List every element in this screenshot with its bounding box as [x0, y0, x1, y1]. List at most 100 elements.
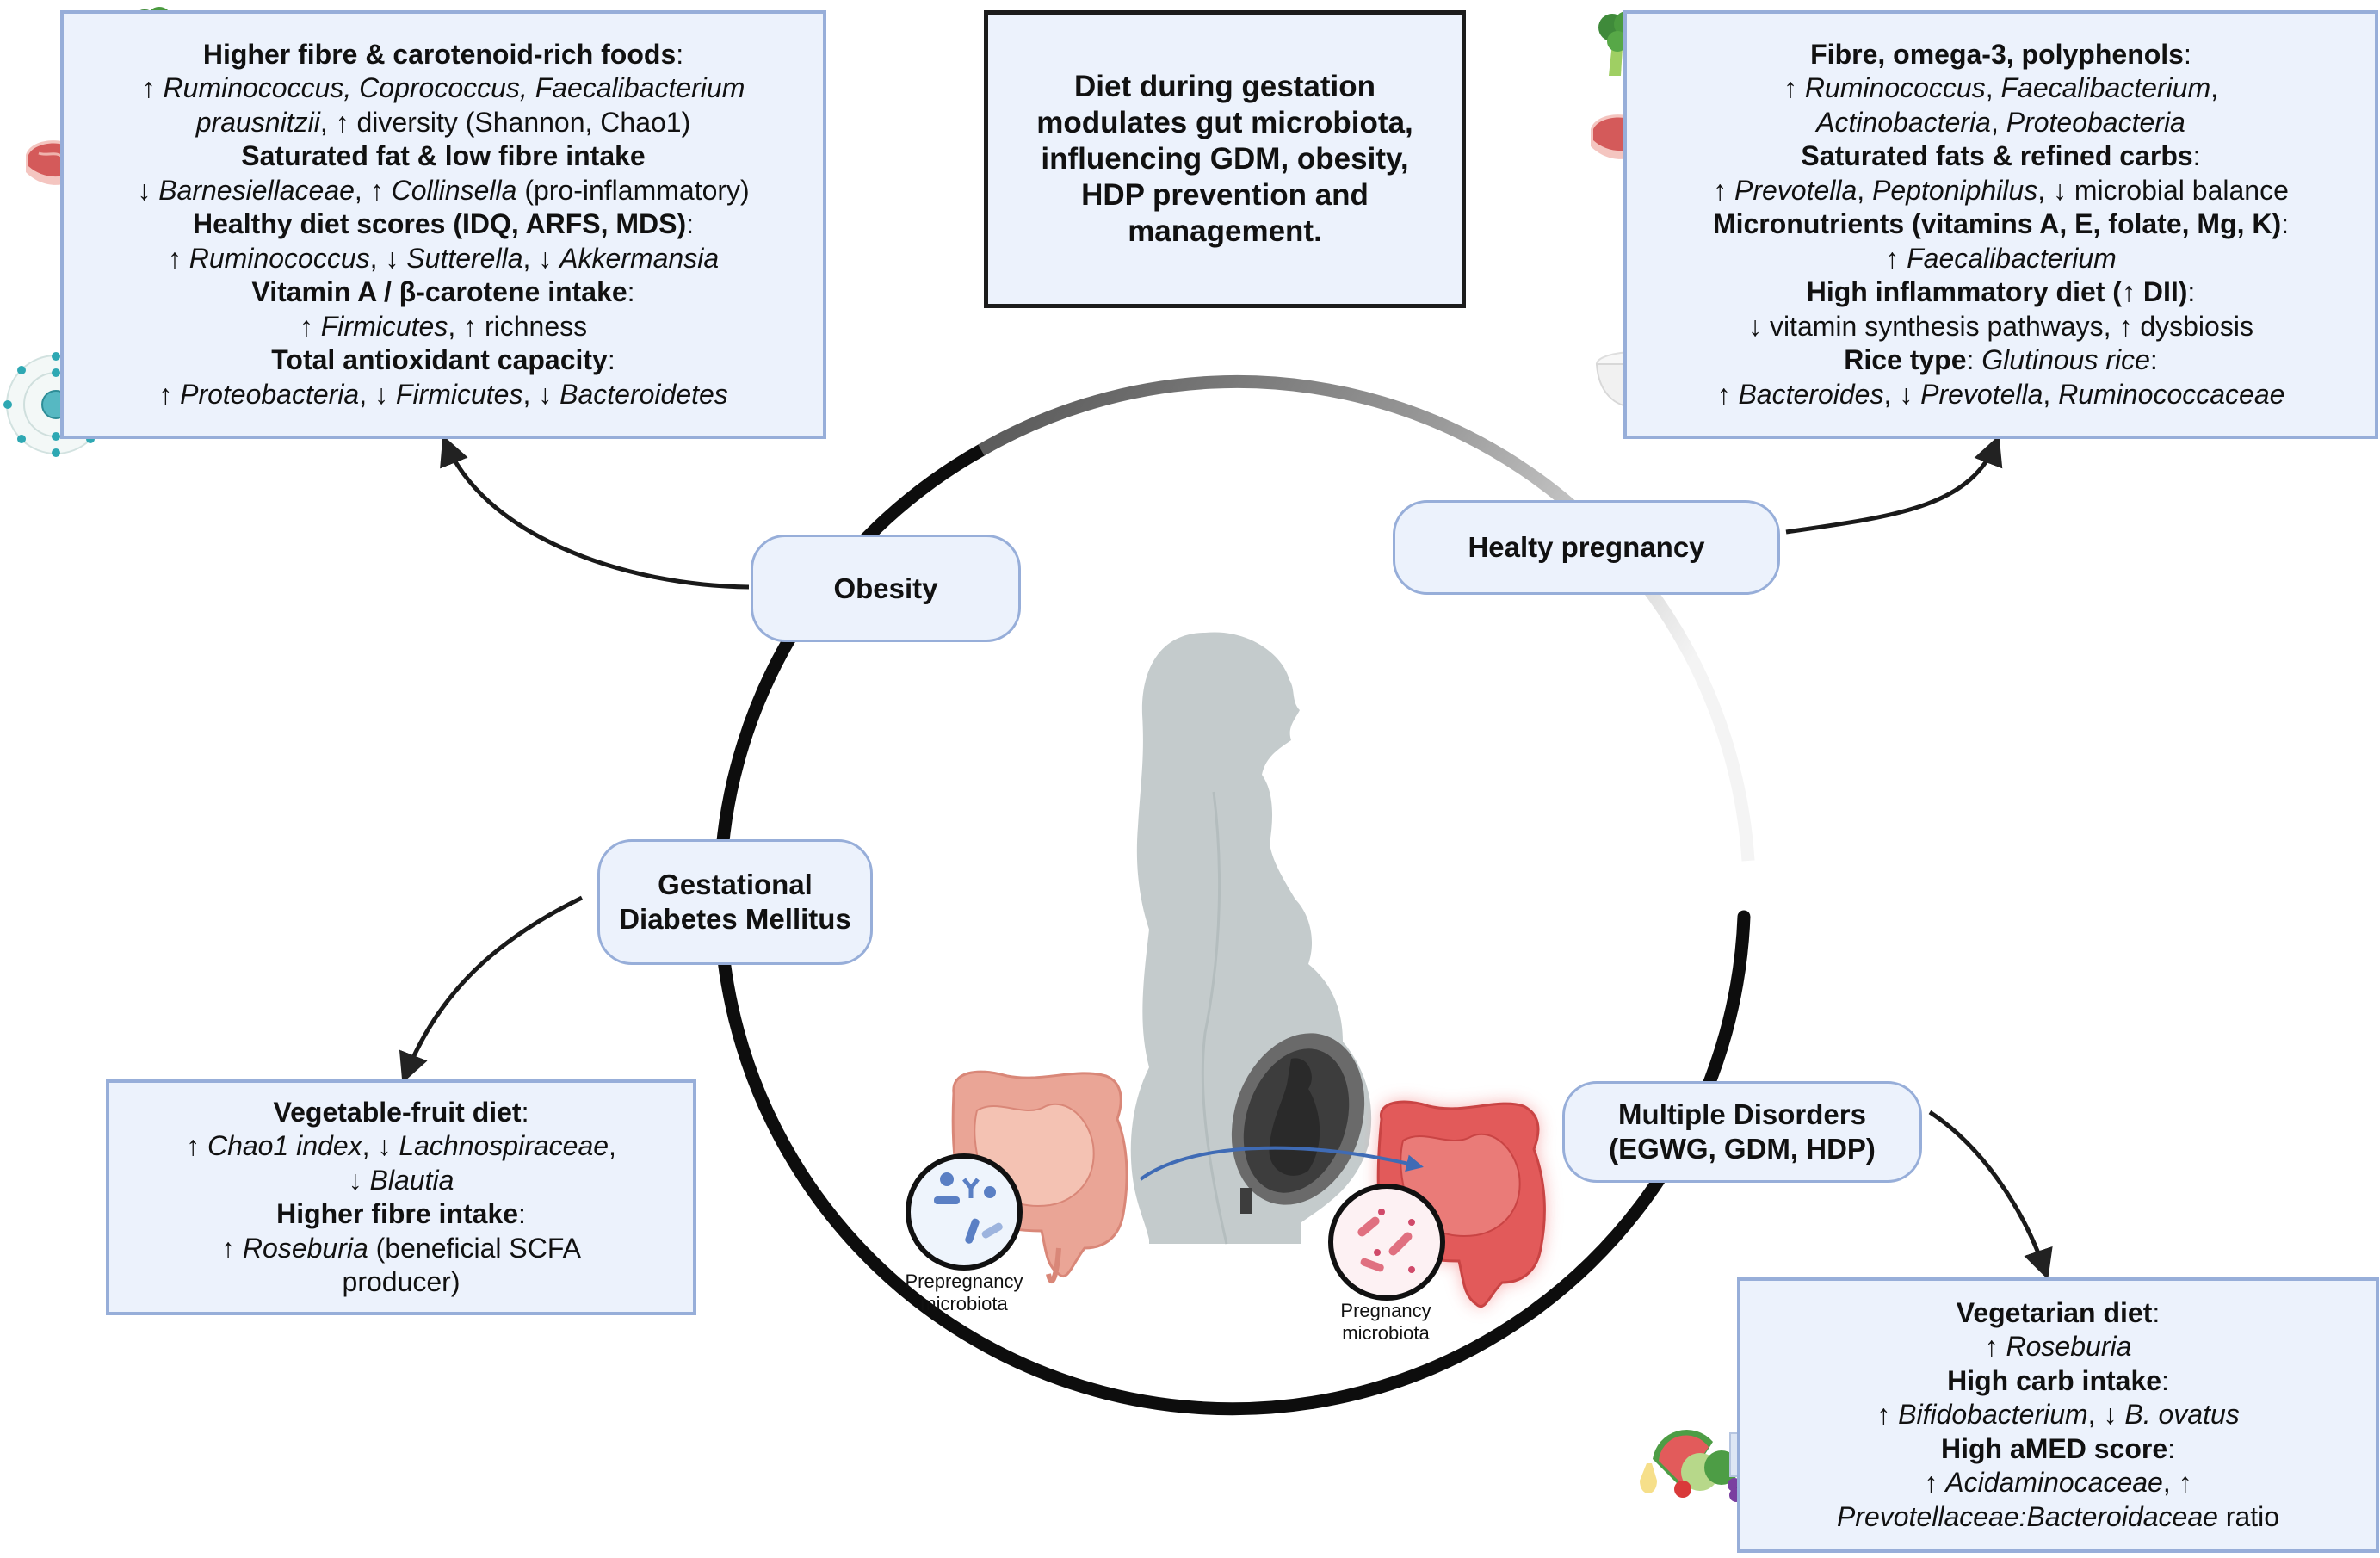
caption-pregnancy-line1: Pregnancy: [1340, 1300, 1431, 1321]
panel-text: :: [521, 1096, 529, 1128]
panel-heading-text: Healthy diet scores (IDQ, ARFS, MDS): [192, 208, 687, 240]
node-gdm[interactable]: Gestational Diabetes Mellitus: [597, 839, 873, 965]
panel-line: Saturated fats & refined carbs:: [1801, 139, 2200, 174]
panel-text: ,: [2210, 72, 2219, 104]
panel-text: ↑: [1783, 72, 1805, 104]
panel-text: ↓: [137, 174, 159, 206]
panel-heading-text: Total antioxidant capacity: [271, 344, 608, 376]
taxon-text: Faecalibacterium: [2000, 72, 2211, 104]
caption-pregnancy-line2: microbiota: [1342, 1322, 1430, 1344]
panel-line: Healthy diet scores (IDQ, ARFS, MDS):: [193, 207, 694, 242]
panel-text: , ↓: [359, 378, 396, 410]
taxon-text: Glutinous rice: [1981, 344, 2150, 376]
taxon-text: Ruminococcus: [189, 242, 370, 274]
panel-text: ,: [1857, 174, 1873, 206]
panel-text: , ↑ diversity (Shannon, Chao1): [319, 106, 691, 138]
title-text: Diet during gestation modulates gut micr…: [1036, 70, 1413, 248]
panel-text: :: [2192, 140, 2201, 172]
taxon-text: Lachnospiraceae: [399, 1130, 609, 1161]
panel-line: ↑ Roseburia: [1985, 1330, 2132, 1364]
panel-text: ↑: [158, 378, 181, 410]
caption-prepregnancy-line2: microbiota: [920, 1293, 1008, 1314]
panel-text: :: [2149, 344, 2158, 376]
panel-heading-text: Saturated fat & low fibre intake: [241, 140, 646, 172]
connector-gdm: [399, 895, 584, 1084]
node-multiple-disorders[interactable]: Multiple Disorders (EGWG, GDM, HDP): [1562, 1081, 1922, 1183]
panel-line: ↑ Firmicutes, ↑ richness: [300, 310, 587, 344]
taxon-text: Bacteroidetes: [559, 378, 728, 410]
panel-line: Higher fibre & carotenoid-rich foods:: [203, 38, 683, 72]
cycle-ring-fading: [978, 375, 1755, 862]
panel-text: , ↑ richness: [448, 310, 588, 342]
panel-text: , ↓: [2087, 1399, 2125, 1431]
taxon-text: Faecalibacterium: [1907, 242, 2117, 274]
panel-text: , ↓: [369, 242, 407, 274]
taxon-text: Roseburia: [2006, 1331, 2132, 1363]
taxon-text: Proteobacteria: [2006, 106, 2185, 138]
panel-text: ↑: [186, 1130, 207, 1161]
panel-text: ↓: [348, 1164, 370, 1196]
taxon-text: Ruminococcus, Coprococcus, Faecalibacter…: [163, 72, 745, 104]
panel-heading-text: Fibre, omega-3, polyphenols: [1810, 38, 2184, 70]
panel-line: Higher fibre intake:: [276, 1197, 526, 1232]
taxon-text: Ruminococcaceae: [2058, 378, 2285, 410]
cycle-ring-dark: [713, 443, 1751, 1416]
panel-line: ↑ Ruminococcus, ↓ Sutterella, ↓ Akkerman…: [168, 242, 719, 276]
node-gdm-label-line2: Diabetes Mellitus: [619, 903, 851, 935]
panel-heading-text: Higher fibre & carotenoid-rich foods: [202, 38, 677, 70]
panel-text: , ↑: [2162, 1467, 2192, 1499]
panel-text: (pro-inflammatory): [516, 174, 750, 206]
panel-text: :: [2183, 38, 2191, 70]
taxon-text: Akkermansia: [559, 242, 720, 274]
panel-text: producer): [342, 1266, 461, 1297]
panel-text: :: [627, 276, 635, 308]
taxon-text: Prevotella: [1920, 378, 2043, 410]
panel-text: :: [2281, 208, 2290, 240]
panel-text: ,: [609, 1130, 616, 1161]
taxon-text: Barnesiellaceae: [158, 174, 355, 206]
panel-text: ↑: [141, 72, 164, 104]
node-healthy-pregnancy[interactable]: Healty pregnancy: [1393, 500, 1780, 595]
panel-text: ↑: [1924, 1467, 1946, 1499]
panel-text: , ↓: [522, 242, 560, 274]
taxon-text: Bacteroides: [1738, 378, 1884, 410]
panel-heading-text: High carb intake: [1947, 1364, 2162, 1396]
pregnancy-gut-illustration: [1376, 1100, 1546, 1308]
taxon-text: Proteobacteria: [180, 378, 360, 410]
panel-gdm: Vegetable-fruit diet:↑ Chao1 index, ↓ La…: [106, 1079, 696, 1315]
panel-text: :: [2187, 276, 2196, 308]
panel-line: Saturated fat & low fibre intake: [241, 139, 645, 174]
taxon-text: Peptoniphilus: [1872, 174, 2038, 206]
taxon-text: prausnitzii: [195, 106, 320, 138]
taxon-text: Chao1 index: [207, 1130, 362, 1161]
pregnancy-microbiota-magnifier: [1328, 1184, 1445, 1301]
node-obesity[interactable]: Obesity: [751, 535, 1021, 642]
title-box: Diet during gestation modulates gut micr…: [984, 10, 1466, 308]
panel-line: Micronutrients (vitamins A, E, folate, M…: [1713, 207, 2289, 242]
panel-text: :: [2167, 1432, 2176, 1464]
panel-line: Vitamin A / β-carotene intake:: [251, 275, 634, 310]
node-multi-label-line2: (EGWG, GDM, HDP): [1609, 1133, 1876, 1165]
panel-text: ↓ vitamin synthesis pathways, ↑ dysbiosi…: [1748, 310, 2253, 342]
panel-heading-text: High inflammatory diet (↑ DII): [1806, 276, 2188, 308]
panel-text: ↑: [1713, 174, 1734, 206]
taxon-text: Firmicutes: [320, 310, 448, 342]
panel-heading-text: Vegetarian diet: [1956, 1296, 2153, 1328]
panel-line: producer): [343, 1265, 461, 1300]
panel-line: ↑ Proteobacteria, ↓ Firmicutes, ↓ Bacter…: [158, 378, 728, 412]
connector-healthy: [1785, 435, 2003, 535]
panel-text: , ↓: [1883, 378, 1921, 410]
panel-line: ↑ Chao1 index, ↓ Lachnospiraceae,: [186, 1129, 616, 1164]
connector-obesity: [440, 435, 750, 590]
taxon-text: Blautia: [369, 1164, 454, 1196]
panel-heading-text: Vitamin A / β-carotene intake: [251, 276, 627, 308]
panel-text: ↑: [221, 1232, 243, 1264]
panel-text: :: [2161, 1364, 2169, 1396]
taxon-text: Collinsella: [391, 174, 517, 206]
node-multi-label-line1: Multiple Disorders: [1618, 1098, 1866, 1130]
panel-text: ratio: [2217, 1500, 2280, 1532]
prepregnancy-microbiota-magnifier: [906, 1153, 1023, 1271]
panel-text: ↑: [1716, 378, 1739, 410]
taxon-text: Actinobacteria: [1816, 106, 1991, 138]
